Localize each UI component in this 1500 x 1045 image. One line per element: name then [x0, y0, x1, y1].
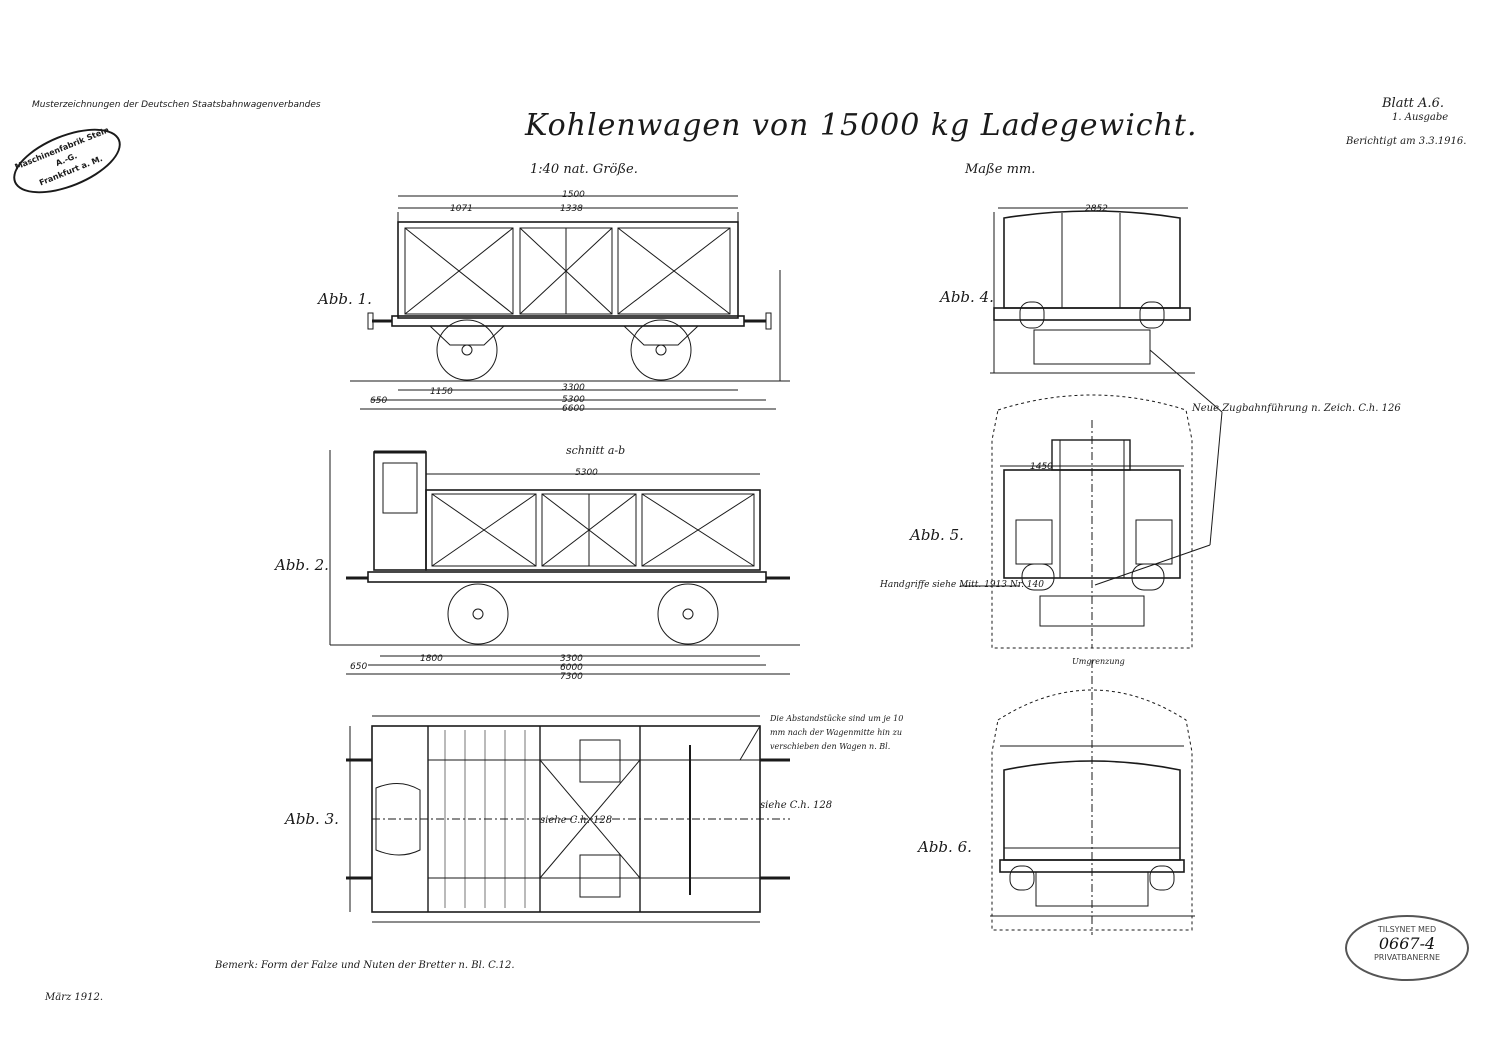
- series-caption: Musterzeichnungen der Deutschen Staatsba…: [32, 100, 321, 110]
- abb5-end-view: [991, 394, 1193, 649]
- dim-abb1-650: 650: [370, 396, 388, 406]
- dim-abb2-650: 650: [350, 662, 368, 672]
- figure-label-abb2: Abb. 2.: [275, 556, 329, 574]
- dim-abb1-1150: 1150: [430, 387, 453, 397]
- sheet-number: Blatt A.6.: [1382, 96, 1444, 111]
- dim-abb2-3300: 3300: [560, 654, 583, 664]
- abb3-plan-view: [346, 715, 790, 923]
- annotation-siehe-2: siehe C.h. 128: [760, 800, 833, 811]
- scale-label: 1:40 nat. Größe.: [530, 162, 638, 177]
- dim-abb1-3300: 3300: [562, 383, 585, 393]
- figure-label-abb4: Abb. 4.: [940, 288, 994, 306]
- section-label: schnitt a-b: [566, 444, 626, 457]
- approval-stamp: TILSYNET MED 0667-4 PRIVATBANERNE: [1345, 915, 1469, 981]
- figure-label-abb3: Abb. 3.: [285, 810, 339, 828]
- abb6-cross-section: [990, 660, 1195, 935]
- dim-abb2-7300: 7300: [560, 672, 583, 682]
- dim-abb2-6000: 6000: [560, 663, 583, 673]
- dim-abb4-width: 2852: [1085, 204, 1108, 214]
- annotation-abstand: Die Abstandstücke sind um je 10 mm nach …: [770, 714, 904, 751]
- drawing-date: März 1912.: [45, 992, 104, 1003]
- annotation-zugbahn: Neue Zugbahnführung n. Zeich. C.h. 126: [1192, 403, 1401, 414]
- dim-abb1-1338: 1338: [560, 204, 583, 214]
- abb2-side-view: [329, 450, 800, 675]
- annotation-umgrenzung: Umgrenzung: [1072, 657, 1125, 666]
- figure-label-abb5: Abb. 5.: [910, 526, 964, 544]
- abb1-side-view: [350, 195, 790, 410]
- annotation-handgriffe: Handgriffe siehe Mitt. 1913 Nr. 140: [880, 580, 1044, 590]
- remark: Bemerk: Form der Falze und Nuten der Bre…: [215, 960, 515, 971]
- dim-abb2-5300: 5300: [575, 468, 598, 478]
- abb4-end-view: [990, 207, 1195, 374]
- dim-abb1-1500: 1500: [562, 190, 585, 200]
- dim-abb1-1071: 1071: [450, 204, 473, 214]
- approval-bottom: PRIVATBANERNE: [1373, 953, 1441, 962]
- units-label: Maße mm.: [965, 162, 1036, 177]
- approval-number: 0667-4: [1378, 934, 1436, 953]
- approval-top: TILSYNET MED: [1377, 925, 1437, 934]
- annotation-siehe-1: siehe C.h. 128: [540, 815, 613, 826]
- edition: 1. Ausgabe: [1392, 112, 1449, 123]
- figure-label-abb1: Abb. 1.: [318, 290, 372, 308]
- corrected-date: Berichtigt am 3.3.1916.: [1346, 136, 1467, 147]
- drawing-title: Kohlenwagen von 15000 kg Ladegewicht.: [525, 108, 1198, 143]
- figure-label-abb6: Abb. 6.: [918, 838, 972, 856]
- dim-abb5-width: 1450: [1030, 462, 1053, 472]
- dim-abb2-1800: 1800: [420, 654, 443, 664]
